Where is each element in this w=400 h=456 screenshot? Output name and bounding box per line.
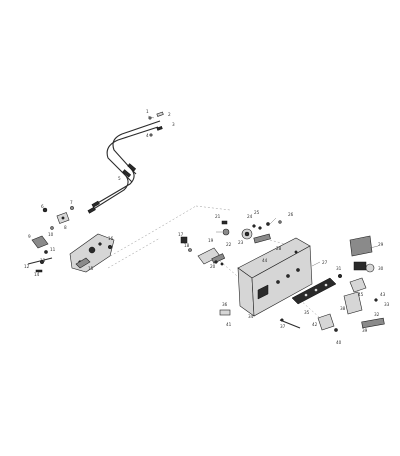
part-label: 7 (70, 200, 73, 205)
part-label: 28 (276, 246, 282, 251)
part-label: 11 (50, 247, 56, 252)
part-label: 23 (238, 240, 244, 245)
part-label: 38 (340, 306, 346, 311)
leader-lines (147, 115, 379, 267)
part-label: 2 (168, 112, 171, 117)
part-label: 26 (288, 212, 294, 217)
control-housing (237, 237, 313, 317)
part-label: 22 (226, 242, 232, 247)
part-label: 34 (248, 314, 254, 319)
part-label: 13 (40, 258, 46, 263)
part-label: 17 (178, 232, 184, 237)
part-label: 16 (108, 236, 114, 241)
part-label: 29 (378, 242, 384, 247)
part-label: 25 (254, 210, 260, 215)
part-label: 32 (374, 312, 380, 317)
part-label: 14 (34, 272, 40, 277)
small-fasteners (221, 220, 282, 244)
part-label: 31 (336, 266, 342, 271)
part-label: 9 (28, 234, 31, 239)
part-label: 10 (48, 232, 54, 237)
part-label: 45 (358, 292, 364, 297)
part-label: 5 (118, 176, 121, 181)
part-label: 37 (280, 324, 286, 329)
governor-linkage-parts (27, 206, 74, 273)
part-label: 1 (146, 109, 149, 114)
part-label: 42 (312, 322, 318, 327)
part-label: 41 (226, 322, 232, 327)
part-label: 15 (88, 266, 94, 271)
control-panel-plate (291, 277, 337, 305)
part-label: 36 (222, 302, 228, 307)
part-label: 39 (362, 328, 368, 333)
control-cable-assembly (87, 120, 161, 214)
right-side-components (317, 235, 385, 332)
part-label: 27 (322, 260, 328, 265)
part-label: 43 (380, 292, 386, 297)
center-components (180, 236, 226, 266)
cable-end-fittings (148, 111, 164, 137)
part-label: 12 (24, 264, 30, 269)
lower-components (219, 309, 301, 329)
part-label: 40 (336, 340, 342, 345)
part-label: 30 (378, 266, 384, 271)
part-label: 24 (247, 214, 253, 219)
part-label: 18 (184, 243, 190, 248)
part-label: 33 (384, 302, 390, 307)
part-label: 3 (172, 122, 175, 127)
part-label: 44 (262, 258, 268, 263)
part-label: 21 (215, 214, 221, 219)
part-label: 4 (146, 133, 149, 138)
part-number-labels: 1 2 3 4 5 6 7 8 9 10 11 12 13 14 15 16 1… (24, 109, 390, 345)
part-label: 20 (210, 264, 216, 269)
governor-plate (69, 233, 115, 273)
part-label: 35 (304, 310, 310, 315)
part-label: 8 (64, 225, 67, 230)
part-label: 19 (208, 238, 214, 243)
part-label: 6 (41, 204, 44, 209)
